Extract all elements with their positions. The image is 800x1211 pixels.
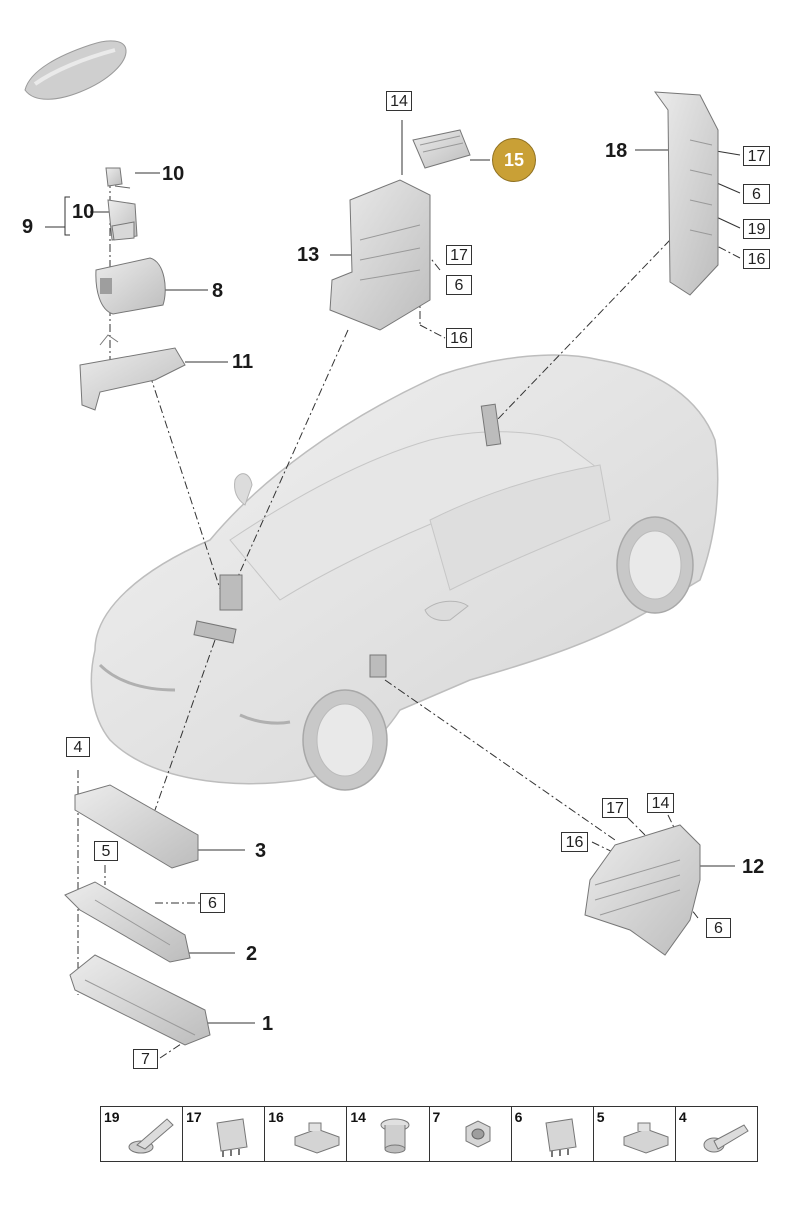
part-9-holder [107,199,138,241]
legend-number: 19 [104,1109,120,1125]
legend-number: 6 [514,1109,523,1125]
part-2-carrier [64,881,191,963]
callout-box-6-lower: 6 [200,893,225,913]
callout-box-6-front: 6 [446,275,472,295]
relay-icon [545,1118,577,1157]
legend-item[interactable]: 17 [183,1107,266,1161]
callout-10-top: 10 [162,163,185,185]
fuse-plate-icon [294,1122,340,1154]
screw-icon [703,1124,749,1153]
callout-9: 9 [22,216,34,238]
callout-11: 11 [232,351,254,373]
callout-3: 3 [255,840,267,862]
callout-box-6-side: 6 [706,918,731,938]
part-13-fuse-box-front [329,179,431,331]
callout-10-group: 10 [72,201,95,223]
legend-item[interactable]: 4 [676,1107,757,1161]
part-3-control-module [74,784,199,869]
legend-item[interactable]: 16 [265,1107,348,1161]
callout-box-5: 5 [94,841,118,861]
callout-2: 2 [246,943,258,965]
part-1-fuse-box-lower [69,954,211,1046]
callout-1: 1 [262,1013,274,1035]
legend-number: 5 [596,1109,605,1125]
part-10-bracket-top [105,167,131,189]
car-thumbnail [24,40,127,100]
callout-box-16-rear: 16 [743,249,770,269]
legend-item[interactable]: 6 [512,1107,594,1161]
part-11-bracket [79,334,186,411]
callout-box-6-rear: 6 [743,184,770,204]
callout-box-7: 7 [133,1049,158,1069]
legend-item[interactable]: 19 [101,1107,184,1161]
legend-number: 17 [186,1109,202,1125]
legend-number: 16 [268,1109,284,1125]
part-18-fuse-box-rear [653,91,719,296]
callout-box-16-side: 16 [561,832,588,852]
legend-item[interactable]: 14 [347,1107,430,1161]
legend-number: 7 [432,1109,441,1125]
callout-8: 8 [212,280,224,302]
legend-item[interactable]: 7 [430,1107,512,1161]
part-15-relay-plate [412,129,471,169]
callout-box-17-front: 17 [446,245,472,265]
hex-nut-icon [465,1120,490,1148]
highlighted-callout-15[interactable]: 15 [492,138,536,182]
legend-item[interactable]: 5 [594,1107,676,1161]
callout-box-16-front: 16 [446,328,472,348]
legend-number: 14 [350,1109,366,1125]
fuse-plate-icon [623,1122,669,1154]
callout-box-17-rear: 17 [743,146,770,166]
part-12-fuse-box-side [584,824,701,956]
callout-box-19-rear: 19 [743,219,770,239]
part-8-control-unit [95,257,166,315]
installation-points [193,403,502,678]
hardware-legend: 19 17 16 14 7 6 [100,1106,758,1162]
callout-box-17-side: 17 [602,798,628,818]
legend-number: 4 [678,1109,687,1125]
callout-box-14-front: 14 [386,91,412,111]
callout-18: 18 [605,140,628,162]
callout-box-4: 4 [66,737,90,757]
nut-sleeve-icon [380,1118,410,1154]
callout-box-14-side: 14 [647,793,674,813]
flange-bolt-icon [128,1118,174,1154]
callout-12: 12 [742,856,765,878]
relay-icon [216,1118,248,1157]
callout-13: 13 [297,244,320,266]
car-body [90,354,719,791]
